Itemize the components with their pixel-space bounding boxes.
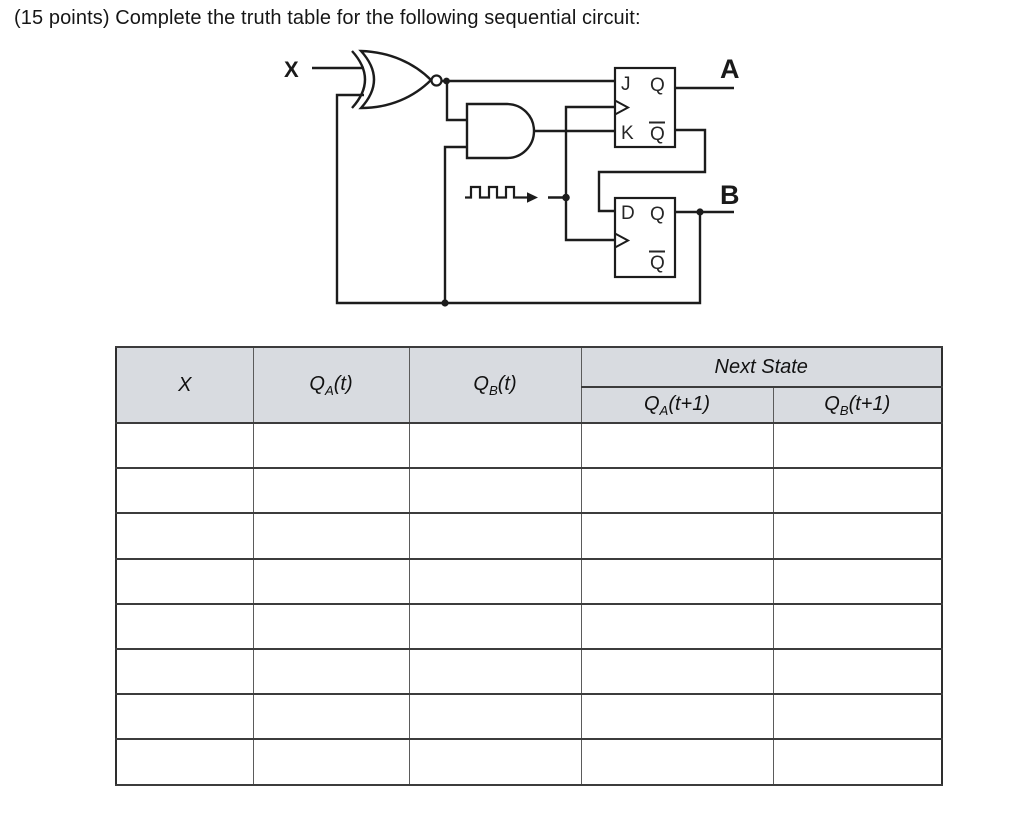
wire-and-input-b [443,145,467,303]
junction-dot [443,77,450,85]
truth-table-cell [115,602,254,650]
truth-table-cell [772,421,943,470]
clock-waveform-icon [465,185,528,199]
truth-table-cell [252,557,410,605]
truth-table-cell [252,602,410,650]
header-label-x: X [178,373,192,396]
d-q-label: Q [650,204,665,225]
truth-table-body [115,421,943,786]
header-label-next-state: Next State [714,355,808,378]
and-gate [465,102,536,160]
jk-flipflop-box [613,66,677,149]
header-cell-qb-t: QB(t) [408,346,582,424]
truth-table-cell [772,693,943,741]
truth-table-cell [115,738,254,786]
junction-dot [562,193,570,202]
truth-table-cell [115,647,254,696]
truth-table-cell [580,738,774,786]
header-cell-qb-t1: QB(t+1) [772,386,943,424]
jk-qbar-label: Q [650,124,665,145]
truth-table-cell [252,647,410,696]
truth-table-cell [252,738,410,786]
truth-table-row [115,557,943,605]
truth-table-cell [772,738,943,786]
header-cell-qa-t: QA(t) [252,346,410,424]
truth-table-cell [772,467,943,515]
circuit-input-x-label: X [284,57,299,82]
output-a-label: A [720,54,740,84]
output-b-label: B [720,180,740,210]
truth-table-cell [408,557,582,605]
jk-k-label: K [621,123,634,144]
truth-table-cell [252,467,410,515]
truth-table-row [115,647,943,696]
truth-table-cell [772,512,943,560]
d-d-label: D [621,203,635,224]
truth-table-cell [115,467,254,515]
truth-table-cell [408,647,582,696]
truth-table-cell [408,512,582,560]
junction-dot [696,208,704,216]
truth-table-cell [580,647,774,696]
d-clock-triangle [614,232,631,249]
truth-table-row [115,512,943,560]
wire-jk-qbar-to-d [597,128,707,213]
truth-table-cell [772,647,943,696]
truth-table-cell [252,421,410,470]
truth-table-cell [408,738,582,786]
truth-table-cell [408,693,582,741]
header-cell-next-state: Next State [580,346,943,388]
truth-table-cell [115,693,254,741]
d-flipflop-box [613,196,677,279]
header-label-qb-t1: QB(t+1) [824,392,891,418]
wire-xnor-to-and [445,81,467,122]
xnor-gate [358,49,433,110]
xnor-bubble [430,74,443,87]
wire-feedback-b-to-xnor [335,93,702,305]
truth-table-cell [115,557,254,605]
sequential-circuit-diagram: X A B J Q K Q D Q Q [284,49,740,307]
clock-arrow [527,192,538,203]
truth-table-cell [580,512,774,560]
truth-table-row [115,738,943,786]
question-text: (15 points) Complete the truth table for… [14,7,641,29]
xnor-input-arc [351,50,367,109]
truth-table-cell [580,557,774,605]
header-label-qb-t: QB(t) [473,372,517,398]
truth-table-cell [580,421,774,470]
header-cell-x: X [115,346,254,424]
truth-table-cell [252,693,410,741]
truth-table-cell [252,512,410,560]
jk-clock-triangle [614,99,631,116]
truth-table-cell [580,602,774,650]
truth-table-cell [580,693,774,741]
truth-table-cell [115,421,254,470]
truth-table: X QA(t) QB(t) Next State QA(t+1) QB(t+1) [115,346,943,786]
truth-table-cell [115,512,254,560]
header-label-qa-t1: QA(t+1) [643,392,711,418]
truth-table-cell [408,602,582,650]
header-cell-qa-t1: QA(t+1) [580,386,774,424]
header-label-qa-t: QA(t) [309,372,353,398]
truth-table-cell [408,467,582,515]
truth-table-cell [408,421,582,470]
truth-table-row [115,467,943,515]
truth-table-row [115,421,943,470]
truth-table-cell [772,602,943,650]
junction-dot [441,299,449,307]
truth-table-row [115,602,943,650]
truth-table-cell [772,557,943,605]
wire-clock-bus [564,105,615,242]
d-qbar-label: Q [650,253,665,274]
truth-table-cell [580,467,774,515]
truth-table-row [115,693,943,741]
jk-j-label: J [621,74,631,95]
jk-q-label: Q [650,75,665,96]
